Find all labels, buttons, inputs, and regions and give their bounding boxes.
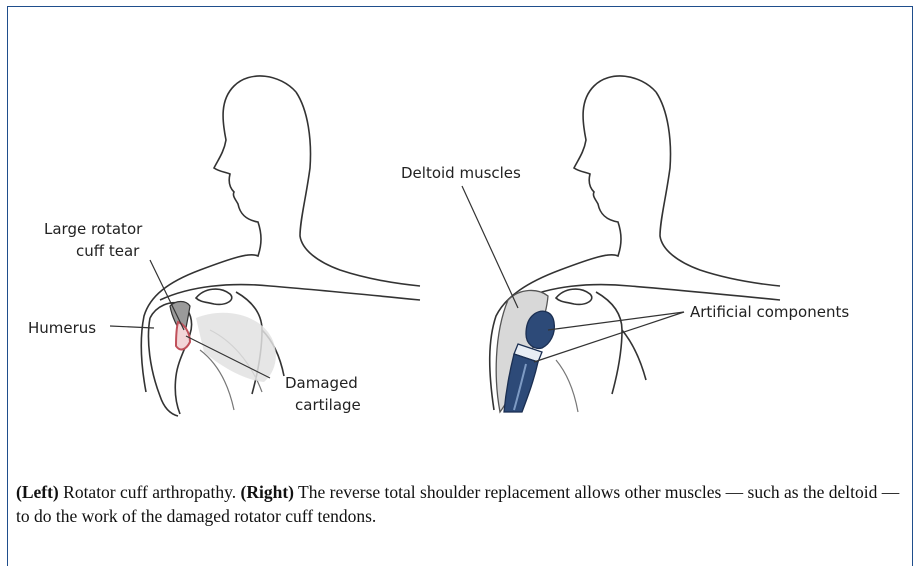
deltoid-leader xyxy=(462,186,518,308)
left-clavicle xyxy=(160,285,420,300)
figure-caption: (Left) Rotator cuff arthropathy. (Right)… xyxy=(16,480,906,528)
left-shoulder-illustration xyxy=(141,76,420,416)
label-artificial-components: Artificial components xyxy=(690,303,849,321)
caption-left-tag: (Left) xyxy=(16,482,59,502)
label-deltoid-muscles: Deltoid muscles xyxy=(401,164,521,182)
left-acromion xyxy=(196,289,232,304)
right-leader-lines xyxy=(462,186,684,362)
label-damaged-line1: Damaged xyxy=(285,374,358,392)
label-humerus: Humerus xyxy=(28,319,96,337)
left-head-back xyxy=(296,92,420,286)
label-damaged-line2: cartilage xyxy=(295,396,361,414)
shoulder-diagram: Large rotator cuff tear Humerus Damaged … xyxy=(0,0,921,460)
right-clavicle xyxy=(520,285,780,300)
right-head-back xyxy=(656,92,780,286)
right-acromion xyxy=(556,289,592,304)
right-ribs xyxy=(556,360,578,412)
label-large-rotator-line2: cuff tear xyxy=(76,242,140,260)
caption-right-tag: (Right) xyxy=(241,482,294,502)
tear-leader xyxy=(150,260,184,330)
label-large-rotator-line1: Large rotator xyxy=(44,220,143,238)
artificial-leader-upper xyxy=(548,312,684,330)
right-scapula xyxy=(596,292,646,394)
caption-left-text: Rotator cuff arthropathy. xyxy=(59,482,241,502)
damaged-cartilage-mark xyxy=(176,322,190,349)
humerus-leader xyxy=(110,326,154,328)
artificial-leader-lower xyxy=(534,312,684,362)
